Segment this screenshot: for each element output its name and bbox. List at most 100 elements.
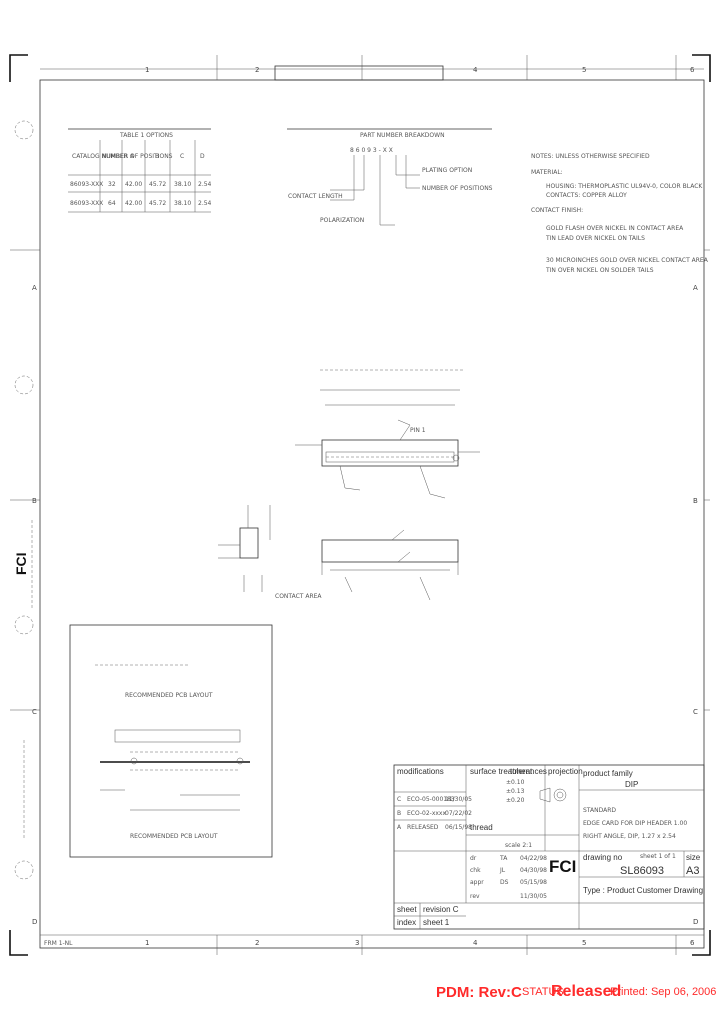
contact-area-label: CONTACT AREA (275, 593, 322, 600)
part-key-label-1: PLATING OPTION (422, 167, 472, 174)
pin1-label: PIN 1 (410, 427, 426, 434)
tb-product-family: DIP (625, 780, 638, 789)
tb-title-line-3: RIGHT ANGLE, DIP, 1.27 x 2.54 (583, 833, 676, 840)
tb-fci-logo: FCI (549, 857, 576, 876)
col-header-a: A (130, 153, 135, 160)
zone-top-2: 2 (255, 66, 259, 74)
tb-sheet-num: sheet 1 (423, 918, 450, 927)
zone-right-a: A (693, 284, 698, 292)
svg-text:C: C (397, 796, 401, 803)
tb-product-family-label: product family (583, 769, 633, 778)
tb-title-line-1: STANDARD (583, 807, 616, 814)
col-header-d: D (200, 153, 205, 160)
signoff-row: dr TA 04/22/98 (470, 855, 547, 862)
svg-text:45.72: 45.72 (149, 181, 166, 188)
tb-drawing-no-label: drawing no (583, 853, 623, 862)
svg-text:64: 64 (108, 200, 116, 207)
svg-text:38.10: 38.10 (174, 181, 191, 188)
tb-sheet-word: sheet (397, 905, 417, 914)
zone-labels: 1 2 4 5 6 1 2 3 4 5 6 A B C D A B C D FR… (32, 66, 698, 947)
svg-text:11/30/05: 11/30/05 (520, 893, 547, 900)
tb-tol-1: ±0.10 (506, 779, 525, 786)
tb-tol-2: ±0.13 (506, 788, 525, 795)
zone-left-d: D (32, 918, 37, 926)
svg-text:38.10: 38.10 (174, 200, 191, 207)
tb-tolerances-label: tolerances (510, 767, 547, 776)
svg-text:42.00: 42.00 (125, 200, 142, 207)
svg-text:CONTACTS: COPPER ALLOY: CONTACTS: COPPER ALLOY (546, 192, 627, 199)
corner-marks (9, 54, 711, 956)
projection-symbol (539, 787, 567, 803)
tb-title-line-2: EDGE CARD FOR DIP HEADER 1.00 (583, 820, 687, 827)
svg-text:30 MICROINCHES GOLD OVER NICKE: 30 MICROINCHES GOLD OVER NICKEL CONTACT … (546, 257, 709, 264)
part-number-title: PART NUMBER BREAKDOWN (360, 132, 445, 139)
svg-text:JL: JL (499, 867, 506, 874)
zone-bot-4: 4 (473, 939, 478, 947)
zone-top-4: 4 (473, 66, 478, 74)
zone-bot-6: 6 (690, 939, 695, 947)
side-logo: FCI (13, 552, 29, 575)
tb-type: Type : Product Customer Drawing (583, 886, 703, 895)
svg-text:A: A (397, 824, 402, 831)
svg-text:FCI: FCI (13, 552, 29, 575)
svg-text:B: B (397, 810, 401, 817)
svg-text:86093-XXX: 86093-XXX (70, 181, 103, 188)
zone-left-a: A (32, 284, 37, 292)
svg-text:05/15/98: 05/15/98 (520, 879, 547, 886)
tb-revision: revision C (423, 905, 459, 914)
col-header-positions: NUMBER OF POSITIONS (102, 153, 173, 160)
notes-heading: NOTES: UNLESS OTHERWISE SPECIFIED (531, 153, 650, 160)
options-table-title: TABLE 1 OPTIONS (119, 132, 173, 139)
part-key-label-2: NUMBER OF POSITIONS (422, 185, 493, 192)
part-key-label-3: CONTACT LENGTH (288, 193, 343, 200)
svg-text:2.54: 2.54 (198, 181, 212, 188)
svg-text:chk: chk (470, 867, 481, 874)
svg-text:06/15/98: 06/15/98 (445, 824, 472, 831)
zone-right-b: B (693, 497, 698, 505)
table-row: C ECO-05-000183 11/30/05 (397, 796, 472, 803)
svg-text:11/30/05: 11/30/05 (445, 796, 472, 803)
zone-top-5: 5 (582, 66, 586, 74)
svg-text:TIN OVER NICKEL ON SOLDER TAIL: TIN OVER NICKEL ON SOLDER TAILS (545, 267, 654, 274)
zone-right-c: C (693, 708, 698, 716)
col-header-c: C (180, 153, 184, 160)
side-view-connector (321, 529, 459, 601)
svg-text:45.72: 45.72 (149, 200, 166, 207)
signoff-row: rev 11/30/05 (470, 893, 547, 900)
pcb-layout-box (69, 624, 273, 858)
svg-text:32: 32 (108, 181, 116, 188)
svg-text:MATERIAL:: MATERIAL: (531, 169, 563, 176)
notes-block: NOTES: UNLESS OTHERWISE SPECIFIED MATERI… (531, 153, 709, 274)
svg-text:ECO-05-000183: ECO-05-000183 (407, 796, 455, 803)
corner-text: FRM 1-NL (44, 940, 73, 947)
tb-scale: scale 2:1 (505, 842, 532, 849)
tb-modifications-label: modifications (397, 767, 444, 776)
part-number-key: PART NUMBER BREAKDOWN 8 6 0 9 3 - X X PL… (287, 128, 493, 226)
pcb-caption: RECOMMENDED PCB LAYOUT (130, 833, 218, 840)
tb-size: A3 (686, 865, 699, 877)
tb-tol-3: ±0.20 (506, 797, 525, 804)
status-value: Released (551, 983, 622, 1000)
col-header-b: B (155, 153, 159, 160)
svg-text:appr: appr (470, 879, 484, 886)
zone-bot-2: 2 (255, 939, 259, 947)
pdm-revision: PDM: Rev:C (436, 984, 522, 1001)
tb-size-label: size (686, 853, 701, 862)
svg-text:CONTACT FINISH:: CONTACT FINISH: (531, 207, 583, 214)
tb-surface-label: surface treatment (470, 767, 533, 776)
col-header-catalog: CATALOG NUMBER (72, 153, 128, 160)
svg-text:GOLD FLASH OVER NICKEL IN CONT: GOLD FLASH OVER NICKEL IN CONTACT AREA (546, 225, 684, 232)
svg-text:04/30/98: 04/30/98 (520, 867, 547, 874)
svg-text:86093-XXX: 86093-XXX (70, 200, 103, 207)
tb-sheet-label: sheet 1 of 1 (640, 853, 676, 860)
svg-text:HOUSING: THERMOPLASTIC UL94V-0: HOUSING: THERMOPLASTIC UL94V-0, COLOR BL… (546, 183, 703, 190)
svg-text:TA: TA (499, 855, 508, 862)
zone-left-b: B (32, 497, 37, 505)
status-bar: PDM: Rev:C STATUS Released Printed: Sep … (0, 980, 720, 1008)
zone-left-c: C (32, 708, 37, 716)
svg-text:07/22/02: 07/22/02 (445, 810, 472, 817)
svg-text:DS: DS (500, 879, 509, 886)
zone-bot-3: 3 (355, 939, 359, 947)
tb-thread: thread (470, 823, 493, 832)
zone-bot-1: 1 (145, 939, 149, 947)
